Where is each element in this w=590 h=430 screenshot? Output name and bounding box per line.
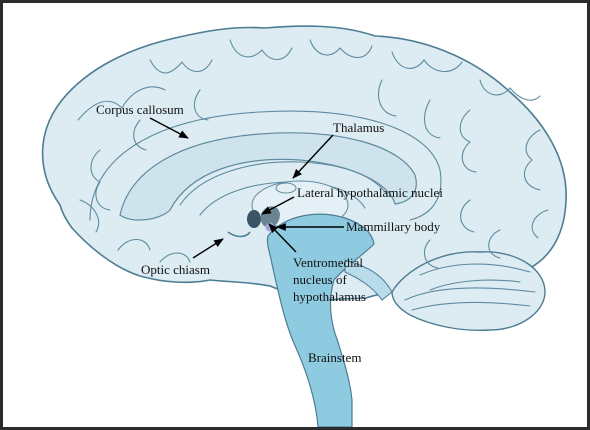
lateral-hypothalamic-label: Lateral hypothalamic nuclei [297, 185, 443, 200]
thalamus-inner [275, 182, 297, 194]
ventromedial-label-line3: hypothalamus [293, 289, 366, 304]
ventromedial-pointer [268, 223, 297, 253]
diagram-canvas: Corpus callosum Thalamus Lateral hypotha… [3, 3, 587, 427]
optic-chiasm-pointer [192, 238, 224, 259]
brainstem-label: Brainstem [308, 350, 361, 365]
brain-diagram: Corpus callosum Thalamus Lateral hypotha… [41, 25, 567, 427]
corpus-callosum-label: Corpus callosum [96, 102, 184, 117]
corpus-callosum [119, 132, 417, 221]
optic-chiasm-label: Optic chiasm [141, 262, 210, 277]
optic-chiasm-shape [227, 231, 251, 238]
mammillary-body-label: Mammillary body [346, 219, 441, 234]
cingulate-gyrus [89, 110, 442, 221]
lateral-hypothalamic-pointer [261, 196, 295, 215]
brainstem-ventricle [266, 213, 375, 427]
thalamus-pointer [292, 134, 334, 179]
cerebrum-outline [41, 25, 567, 301]
lateral-hypothalamic-nuclei-shape [247, 210, 261, 228]
ventromedial-label-line2: nucleus of [293, 272, 347, 287]
cerebellum-folia [404, 263, 536, 311]
ventromedial-label-line1: Ventromedial [293, 255, 363, 270]
fourth-ventricle [344, 259, 393, 301]
mammillary-body-shape [265, 222, 275, 232]
thalamus-label: Thalamus [333, 120, 384, 135]
cortex-gyri [77, 39, 549, 269]
corpus-callosum-pointer [149, 117, 189, 139]
